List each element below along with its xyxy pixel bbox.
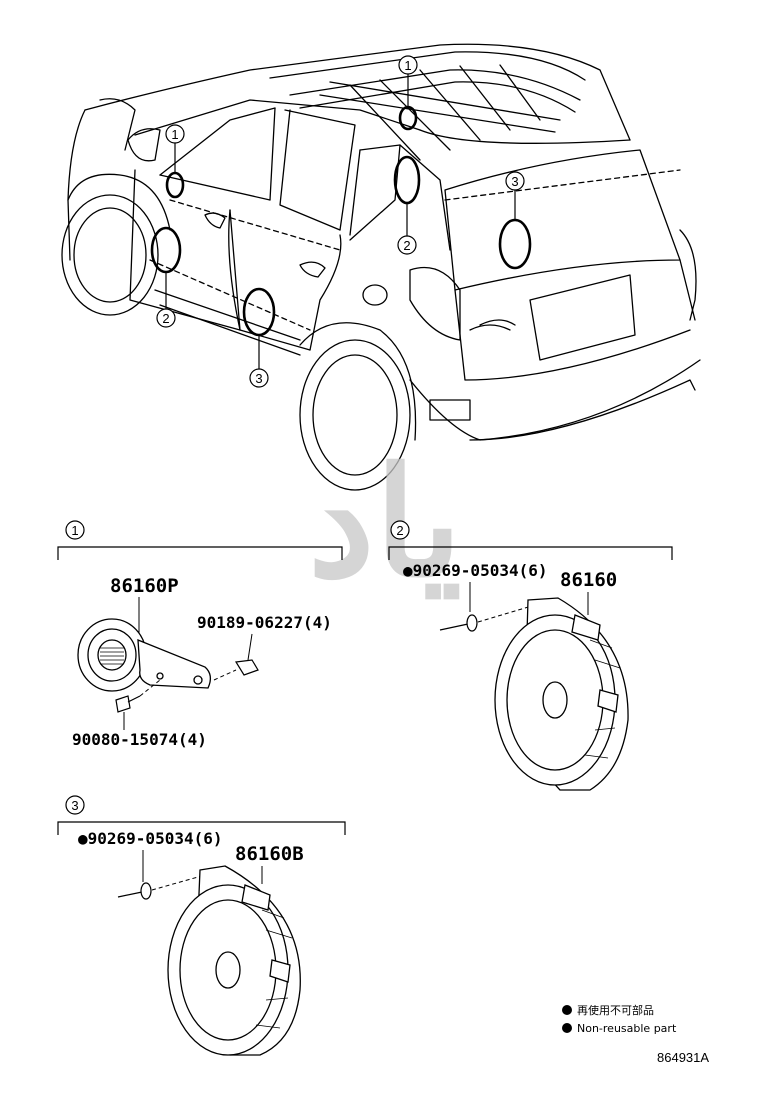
location-ring-tweeter-front bbox=[165, 171, 185, 199]
part-number-86160: 86160 bbox=[560, 569, 617, 591]
group-2-front-door-speaker: 2 ●90269-05034(6) 86160 bbox=[388, 520, 673, 791]
bracket-clip-icon bbox=[235, 659, 259, 676]
part-number-screw: 90080-15074(4) bbox=[72, 730, 207, 749]
legend-text-cn: 再使用不可部品 bbox=[577, 1003, 654, 1017]
callout-leaders bbox=[165, 74, 516, 369]
location-ring-tweeter-roof bbox=[398, 105, 418, 131]
legend-text-en: Non-reusable part bbox=[577, 1022, 677, 1035]
callout-number: 2 bbox=[403, 238, 410, 253]
part-number-86160B: 86160B bbox=[235, 843, 304, 865]
part-number-86160P: 86160P bbox=[110, 575, 179, 597]
callout-number: 2 bbox=[162, 311, 169, 326]
callout-badges bbox=[156, 55, 525, 388]
location-ring-rear-door-right bbox=[498, 218, 532, 270]
diagram-reference-code: 864931A bbox=[657, 1050, 709, 1065]
legend-bullet-icon bbox=[562, 1023, 572, 1033]
callout-number: 1 bbox=[171, 127, 178, 142]
group-1-tweeter: 1 86160P 90189-06227(4) bbox=[57, 520, 343, 749]
callout-number: 3 bbox=[255, 371, 262, 386]
legend-bullet-icon bbox=[562, 1005, 572, 1015]
rivet-icon bbox=[117, 882, 152, 900]
vehicle-illustration bbox=[61, 43, 701, 491]
legend: 再使用不可部品 Non-reusable part bbox=[562, 1003, 677, 1035]
rivet-icon bbox=[439, 614, 478, 632]
watermark: ياد bbox=[308, 439, 462, 607]
group-1-number: 1 bbox=[71, 523, 78, 538]
tweeter-bracket bbox=[137, 639, 212, 689]
location-ring-front-door bbox=[150, 226, 182, 274]
part-number-rivet: ●90269-05034(6) bbox=[403, 561, 548, 580]
part-number-clip: 90189-06227(4) bbox=[197, 613, 332, 632]
location-ring-front-door-right bbox=[393, 155, 421, 205]
screw-icon bbox=[115, 695, 141, 713]
group-3-number: 3 bbox=[71, 798, 78, 813]
group-2-number: 2 bbox=[396, 523, 403, 538]
callout-number: 1 bbox=[404, 58, 411, 73]
callout-number: 3 bbox=[511, 174, 518, 189]
group-3-rear-door-speaker: 3 ●90269-05034(6) 86160B bbox=[57, 795, 346, 1056]
part-number-rivet: ●90269-05034(6) bbox=[78, 829, 223, 848]
